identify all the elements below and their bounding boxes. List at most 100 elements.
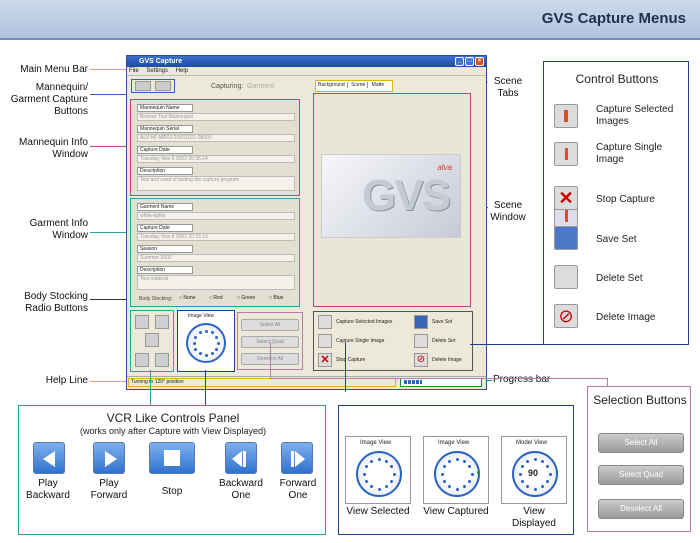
dial-direction-marker [210, 331, 214, 335]
delete-image-icon[interactable]: ⊘ [414, 353, 428, 367]
play-forward-button[interactable] [155, 315, 169, 329]
callout-body-stocking: Body Stocking Radio Buttons [24, 291, 88, 314]
dial-direction-marker [520, 480, 524, 483]
body-stocking-label: Body Stocking: [139, 296, 173, 302]
garment-info-window: Garment Name white-tights Capture Date T… [130, 198, 300, 307]
capture-single-icon[interactable] [318, 334, 332, 348]
delete-set-label[interactable]: Delete Set [432, 338, 456, 344]
control-buttons-title: Control Buttons [575, 72, 659, 86]
select-all-big-button: Select All [598, 433, 684, 453]
delete-image-big-icon: ⊘ [554, 304, 578, 328]
play-backward-button[interactable] [135, 315, 149, 329]
dial-direction-marker [204, 353, 208, 357]
deselect-all-big-button: Deselect All [598, 499, 684, 519]
selection-title-text: Selection Buttons [593, 393, 687, 407]
page-title: GVS Capture Menus [541, 10, 686, 27]
dial-direction-marker [214, 347, 218, 351]
stocking-radio-green[interactable]: ○ Green [237, 295, 256, 301]
delete-image-desc: Delete Image [596, 312, 656, 323]
menu-help[interactable]: Help [175, 68, 189, 74]
gvs-logo: GVS [362, 171, 451, 220]
dial-direction-marker [440, 472, 444, 476]
stop-button[interactable] [145, 333, 159, 347]
stocking-radio-none[interactable]: ○ None [179, 295, 196, 301]
capture-selected-desc: Capture Selected Images [596, 104, 674, 127]
dial-direction-marker [364, 465, 368, 468]
maximize-button[interactable]: □ [465, 57, 474, 66]
dial-direction-marker [210, 351, 214, 355]
garment-name-label: Garment Name [137, 203, 193, 211]
save-set-label[interactable]: Save Set [432, 319, 453, 325]
capturing-value: Garment [247, 83, 275, 90]
garment-season-field[interactable]: Summer 2002 [137, 254, 295, 262]
menu-settings[interactable]: Settings [146, 68, 169, 74]
view-selected-header: Image View [360, 440, 392, 446]
callout-garment-info: Garment Info Window [29, 218, 88, 241]
stop-capture-icon[interactable]: ✕ [318, 353, 332, 367]
stocking-radio-red[interactable]: ○ Red [209, 295, 223, 301]
view-displayed-dial [512, 451, 558, 497]
dial-direction-marker [362, 472, 366, 476]
save-set-icon[interactable] [414, 315, 428, 329]
select-all-button[interactable]: Select All [241, 319, 299, 331]
captured-marker [477, 471, 480, 474]
mannequin-desc-field[interactable]: Test and used of testing the capture pro… [137, 176, 295, 191]
mannequin-capture-button[interactable] [135, 81, 151, 91]
help-line: Turning to 120° position [128, 378, 396, 387]
view-captured-card: Image View [423, 436, 489, 504]
delete-set-icon[interactable] [414, 334, 428, 348]
mannequin-serial-label: Mannequin Serial [137, 125, 193, 133]
mannequin-name-label: Mannequin Name [137, 104, 193, 112]
dial-direction-marker [392, 472, 396, 476]
capture-single-label[interactable]: Capture Single Image [336, 338, 385, 344]
dial-direction-marker [194, 335, 198, 339]
close-button[interactable]: × [475, 57, 484, 66]
stop-capture-label[interactable]: Stop Capture [336, 357, 366, 363]
garment-name-field[interactable]: white-tights [137, 212, 295, 220]
garment-desc-label: Description [137, 266, 193, 274]
control-buttons-box: Control Buttons Capture Selected Images … [543, 61, 689, 345]
dial-direction-marker [526, 459, 529, 463]
tab-background[interactable]: Background [318, 82, 348, 88]
dial-direction-marker [385, 485, 388, 489]
capture-selected-label[interactable]: Capture Selected Images [336, 319, 393, 325]
dial-direction-marker [448, 485, 451, 489]
view-displayed-header: Model View [516, 440, 547, 446]
image-view-label: Image View [188, 313, 215, 319]
mannequin-name-field[interactable]: Browse Test Mannequin [137, 113, 295, 121]
views-panel: Image View View Selected Image View View… [338, 405, 574, 535]
mannequin-date-label: Capture Date [137, 146, 193, 154]
mannequin-desc-label: Description [137, 167, 193, 175]
garment-date-field[interactable]: Tuesday, Nov 6 2002 20:15:13 [137, 233, 295, 241]
image-view-dial[interactable] [186, 323, 226, 363]
dial-direction-marker [520, 465, 524, 468]
capture-selected-icon[interactable] [318, 315, 332, 329]
dial-direction-marker [192, 341, 196, 345]
stop-capture-big-icon: ✕ [554, 186, 578, 210]
delete-image-label[interactable]: Delete Image [432, 357, 462, 363]
mannequin-serial-field[interactable]: ALV-HF-MR03-20031021-00000 [137, 134, 295, 142]
garment-capture-button[interactable] [155, 81, 171, 91]
dial-direction-marker [541, 459, 544, 463]
forward-one-big-icon [281, 442, 313, 474]
minimize-button[interactable]: _ [455, 57, 464, 66]
backward-one-button[interactable] [135, 353, 149, 367]
forward-one-button[interactable] [155, 353, 169, 367]
vcr-controls-panel: VCR Like Controls Panel (works only afte… [18, 405, 326, 535]
vcr-panel-title: VCR Like Controls Panel [106, 411, 240, 425]
menu-file[interactable]: File [129, 68, 139, 74]
alva-logo: alva [437, 163, 452, 172]
selection-buttons-title: Selection Buttons [588, 393, 692, 407]
mannequin-date-field[interactable]: Tuesday, Nov 6 2002 20:36:24 [137, 155, 295, 163]
dial-direction-marker [442, 480, 446, 483]
garment-desc-field[interactable]: Test material [137, 275, 295, 290]
stocking-radio-blue[interactable]: ○ Blue [269, 295, 284, 301]
dial-direction-marker [370, 485, 373, 489]
dial-direction-marker [194, 347, 198, 351]
mannequin-info-window: Mannequin Name Browse Test Mannequin Man… [130, 99, 300, 196]
dial-direction-marker [533, 457, 537, 461]
stop-label: Stop [161, 486, 183, 497]
header-banner: GVS Capture Menus [0, 0, 700, 40]
tab-matte[interactable]: Matte [371, 82, 385, 88]
tab-scene[interactable]: Scene [349, 82, 369, 88]
